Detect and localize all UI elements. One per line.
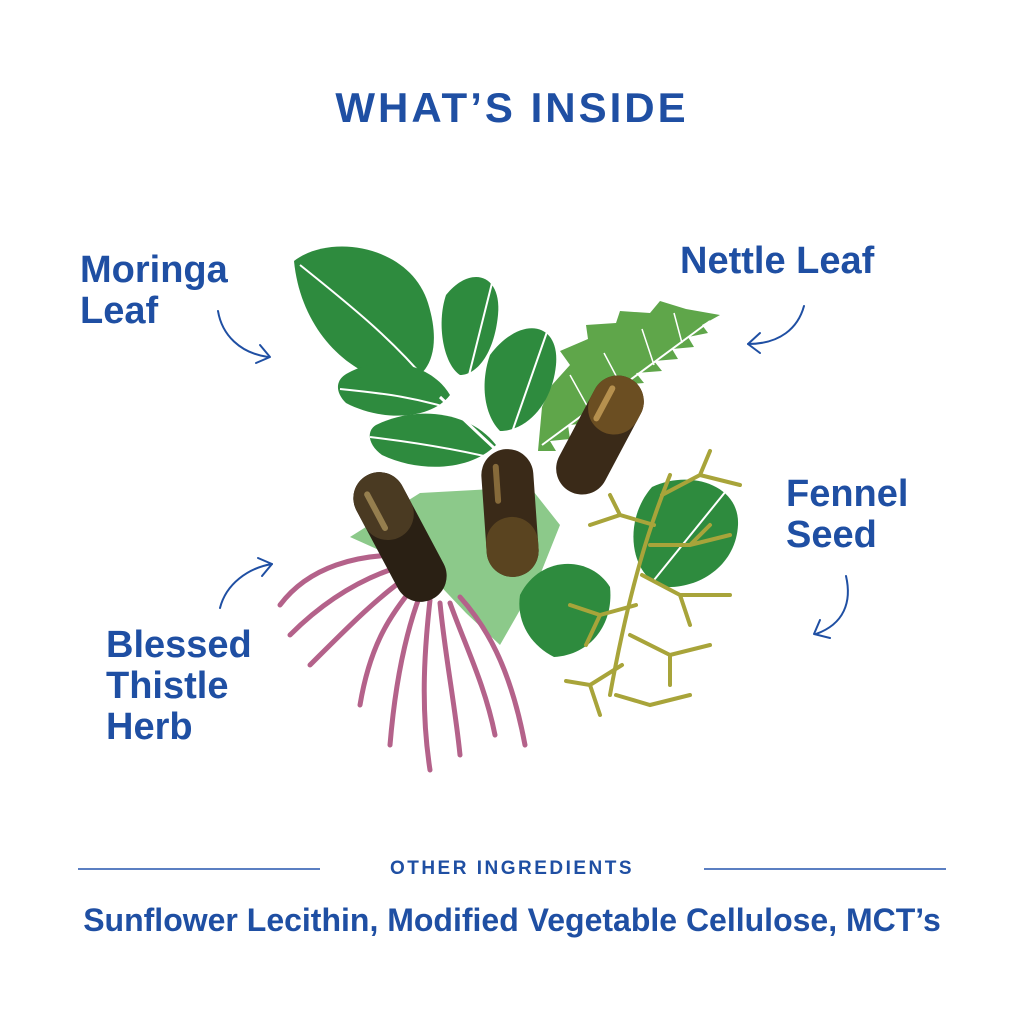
label-line: Moringa	[80, 249, 228, 291]
label-line: Thistle	[106, 665, 229, 707]
blessed-thistle-icon	[277, 552, 528, 773]
other-ingredients-list: Sunflower Lecithin, Modified Vegetable C…	[83, 902, 941, 938]
arrow-icon	[747, 305, 805, 354]
page-title: WHAT’S INSIDE	[335, 84, 689, 131]
label-line: Fennel	[786, 473, 909, 515]
label-fennel-seed: Fennel Seed	[786, 474, 908, 556]
divider	[704, 868, 946, 870]
botanical-illustration	[277, 246, 742, 773]
fennel-seed-icon	[564, 449, 742, 717]
arrow-icon	[217, 310, 271, 364]
divider	[78, 868, 320, 870]
label-blessed-thistle-herb: Blessed Thistle Herb	[106, 625, 252, 748]
arrow-icon	[219, 557, 273, 609]
label-line: Leaf	[80, 290, 159, 332]
label-moringa-leaf: Moringa Leaf	[80, 250, 228, 332]
capsule-icon	[353, 375, 644, 602]
arrow-icon	[813, 575, 849, 639]
label-nettle-leaf: Nettle Leaf	[680, 241, 874, 282]
label-line: Nettle Leaf	[680, 240, 875, 282]
other-ingredients-heading: OTHER INGREDIENTS	[389, 858, 635, 879]
label-line: Seed	[786, 514, 877, 556]
label-line: Blessed	[106, 624, 252, 666]
label-line: Herb	[106, 706, 193, 748]
